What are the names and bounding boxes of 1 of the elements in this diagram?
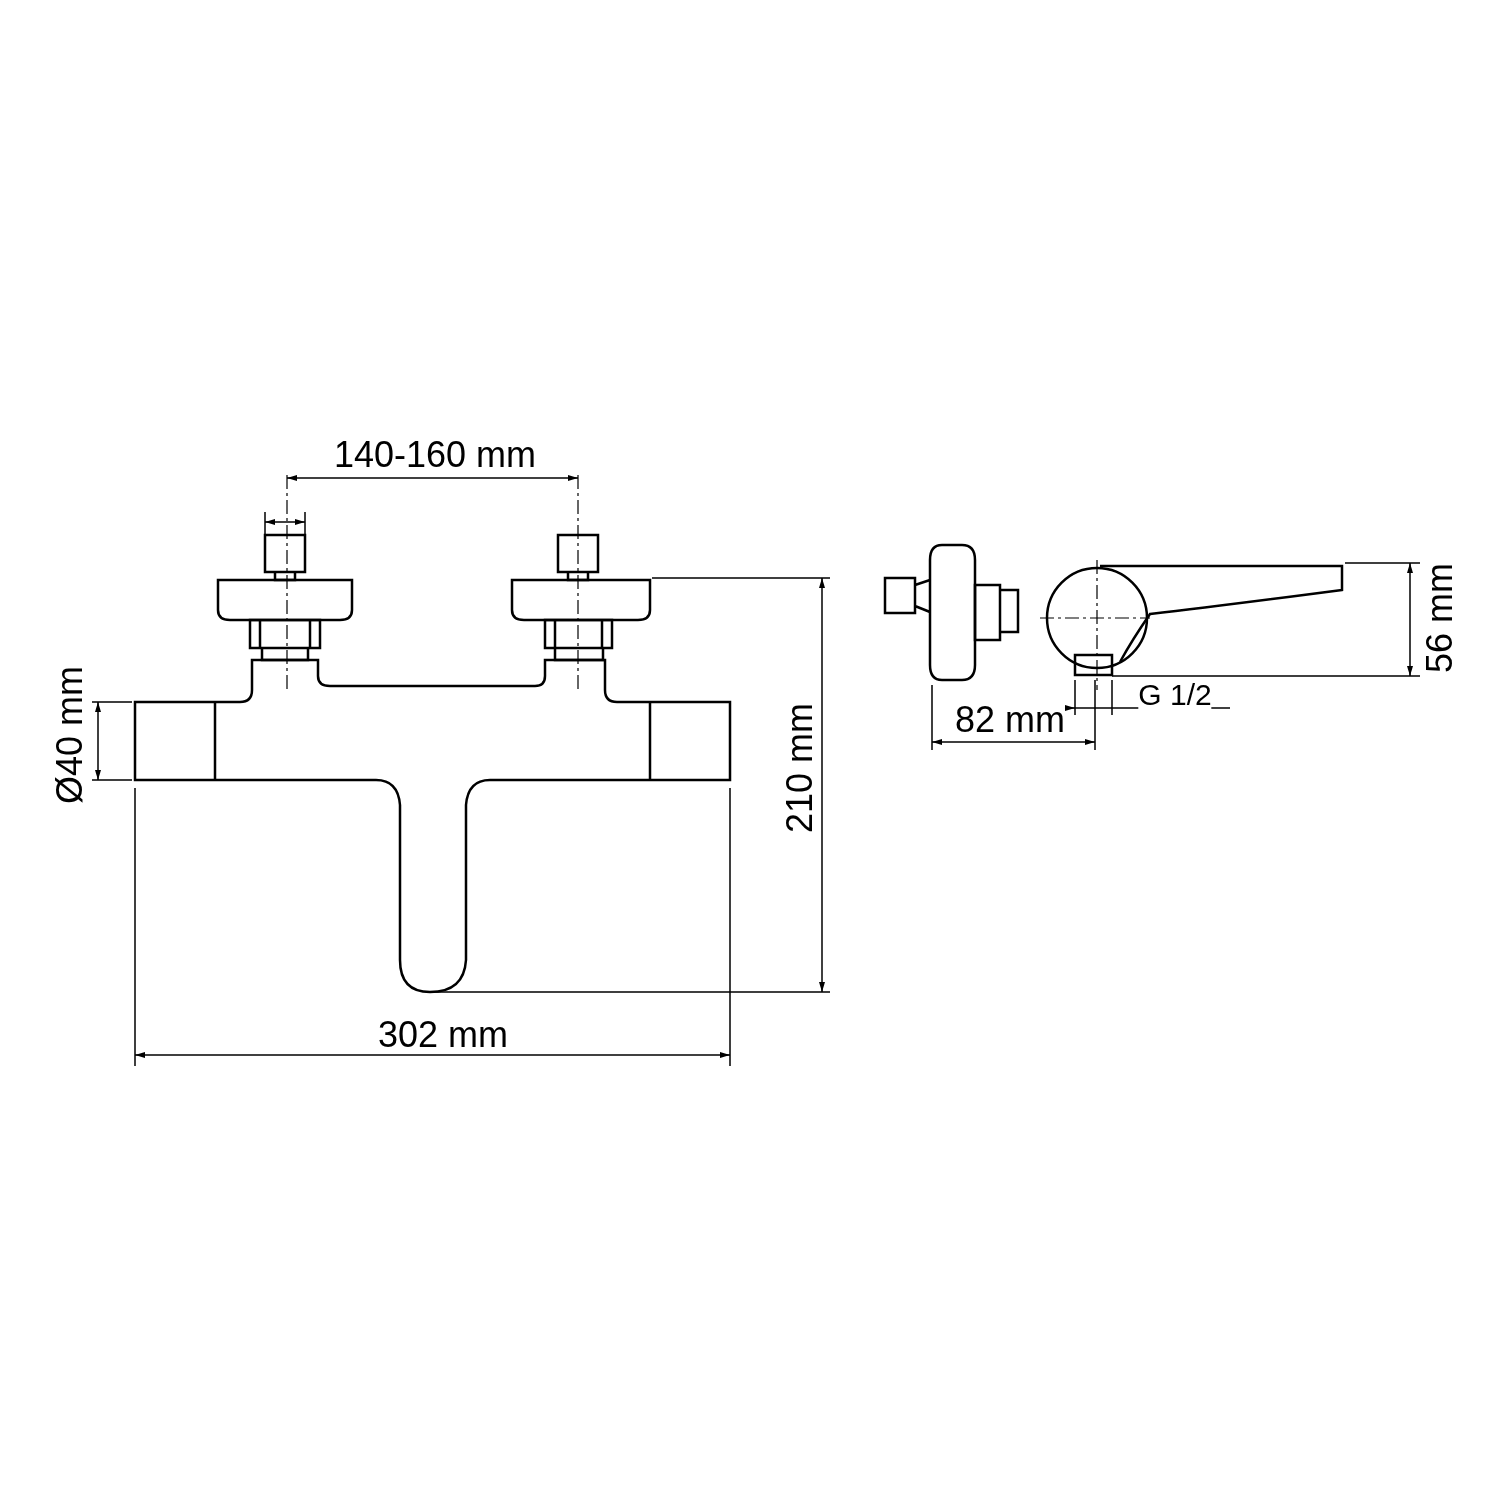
dimension-label: G 1/2 — [1138, 680, 1212, 710]
